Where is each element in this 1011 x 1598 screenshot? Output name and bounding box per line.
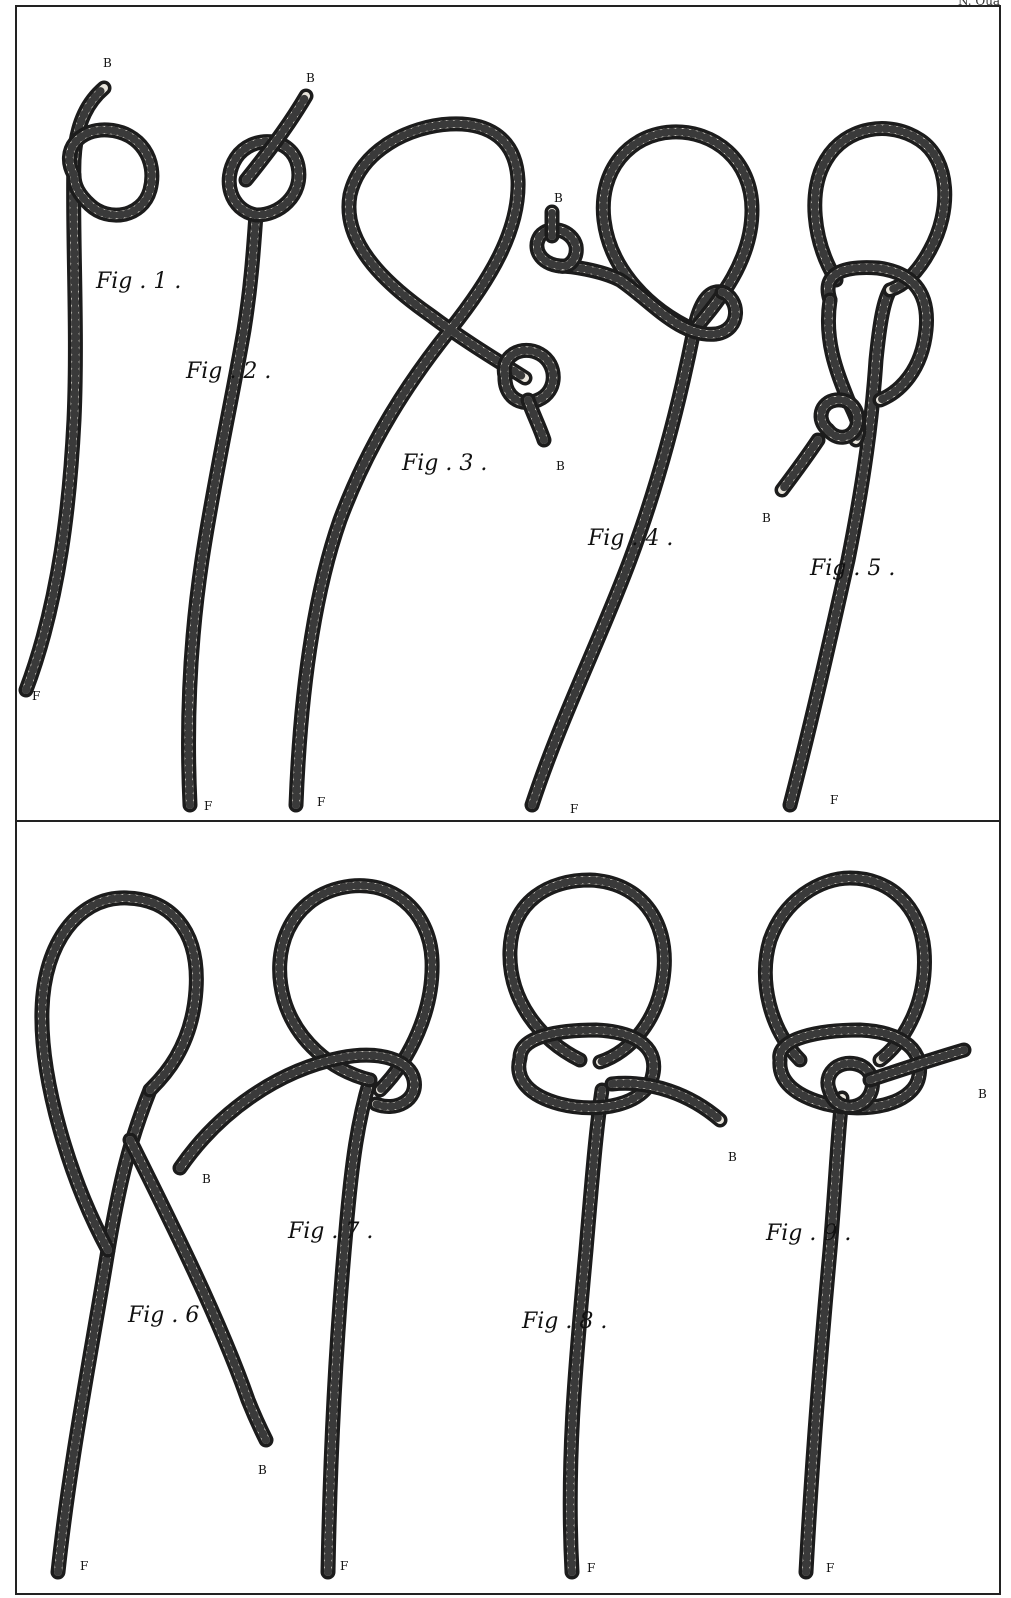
standing-end-label: F xyxy=(570,802,578,816)
figure-label: Fig . 2 . xyxy=(185,359,271,384)
fig7-rope-rope-outer xyxy=(328,1080,370,1572)
figure-7: Fig . 7 . B F xyxy=(202,1172,373,1573)
figure-label: Fig . 3 . xyxy=(401,451,487,476)
figure-label: Fig . 7 . xyxy=(287,1219,373,1244)
figure-label: Fig . 4 . xyxy=(587,526,673,551)
standing-end-label: F xyxy=(317,795,325,809)
fig1-rope-rope-inner xyxy=(26,88,104,690)
bitter-end-label: B xyxy=(103,56,112,70)
fig5-end-rope-twist xyxy=(782,440,818,490)
figure-9: Fig . 9 . B F xyxy=(765,1087,987,1575)
standing-end-label: F xyxy=(587,1561,595,1575)
figure-label: Fig . 1 . xyxy=(95,269,181,294)
figure-label: Fig . 5 . xyxy=(809,556,895,581)
bitter-end-label: B xyxy=(556,459,565,473)
standing-end-label: F xyxy=(32,689,40,703)
fig2-rope-rope-twist xyxy=(189,215,257,805)
fig1-rope-rope-twist xyxy=(26,88,104,690)
figure-label: Fig . 8 . xyxy=(521,1309,607,1334)
rope-drawings xyxy=(26,88,964,1572)
standing-end-label: F xyxy=(826,1561,834,1575)
standing-end-label: F xyxy=(80,1559,88,1573)
figure-label: Fig . 9 . xyxy=(765,1221,851,1246)
bitter-end-label: B xyxy=(554,191,563,205)
fig1-rope-rope-outer xyxy=(26,88,104,690)
fig9-rope-rope-twist xyxy=(806,1098,842,1572)
figure-8: Fig . 8 . B F xyxy=(521,1150,737,1575)
bitter-end-label: B xyxy=(258,1463,267,1477)
figure-label: Fig . 6 . xyxy=(127,1303,213,1328)
figure-6: Fig . 6 . B F xyxy=(80,1303,267,1573)
bitter-end-label: B xyxy=(728,1150,737,1164)
bitter-end-label: B xyxy=(306,71,315,85)
standing-end-label: F xyxy=(204,799,212,813)
standing-end-label: F xyxy=(830,793,838,807)
fig8-collar-rope-twist xyxy=(519,1030,654,1108)
corner-note: N. Qua xyxy=(958,0,1000,8)
bitter-end-label: B xyxy=(762,511,771,525)
bitter-end-label: B xyxy=(978,1087,987,1101)
standing-end-label: F xyxy=(340,1559,348,1573)
bitter-end-label: B xyxy=(202,1172,211,1186)
figure-3: Fig . 3 . B F xyxy=(317,451,565,809)
